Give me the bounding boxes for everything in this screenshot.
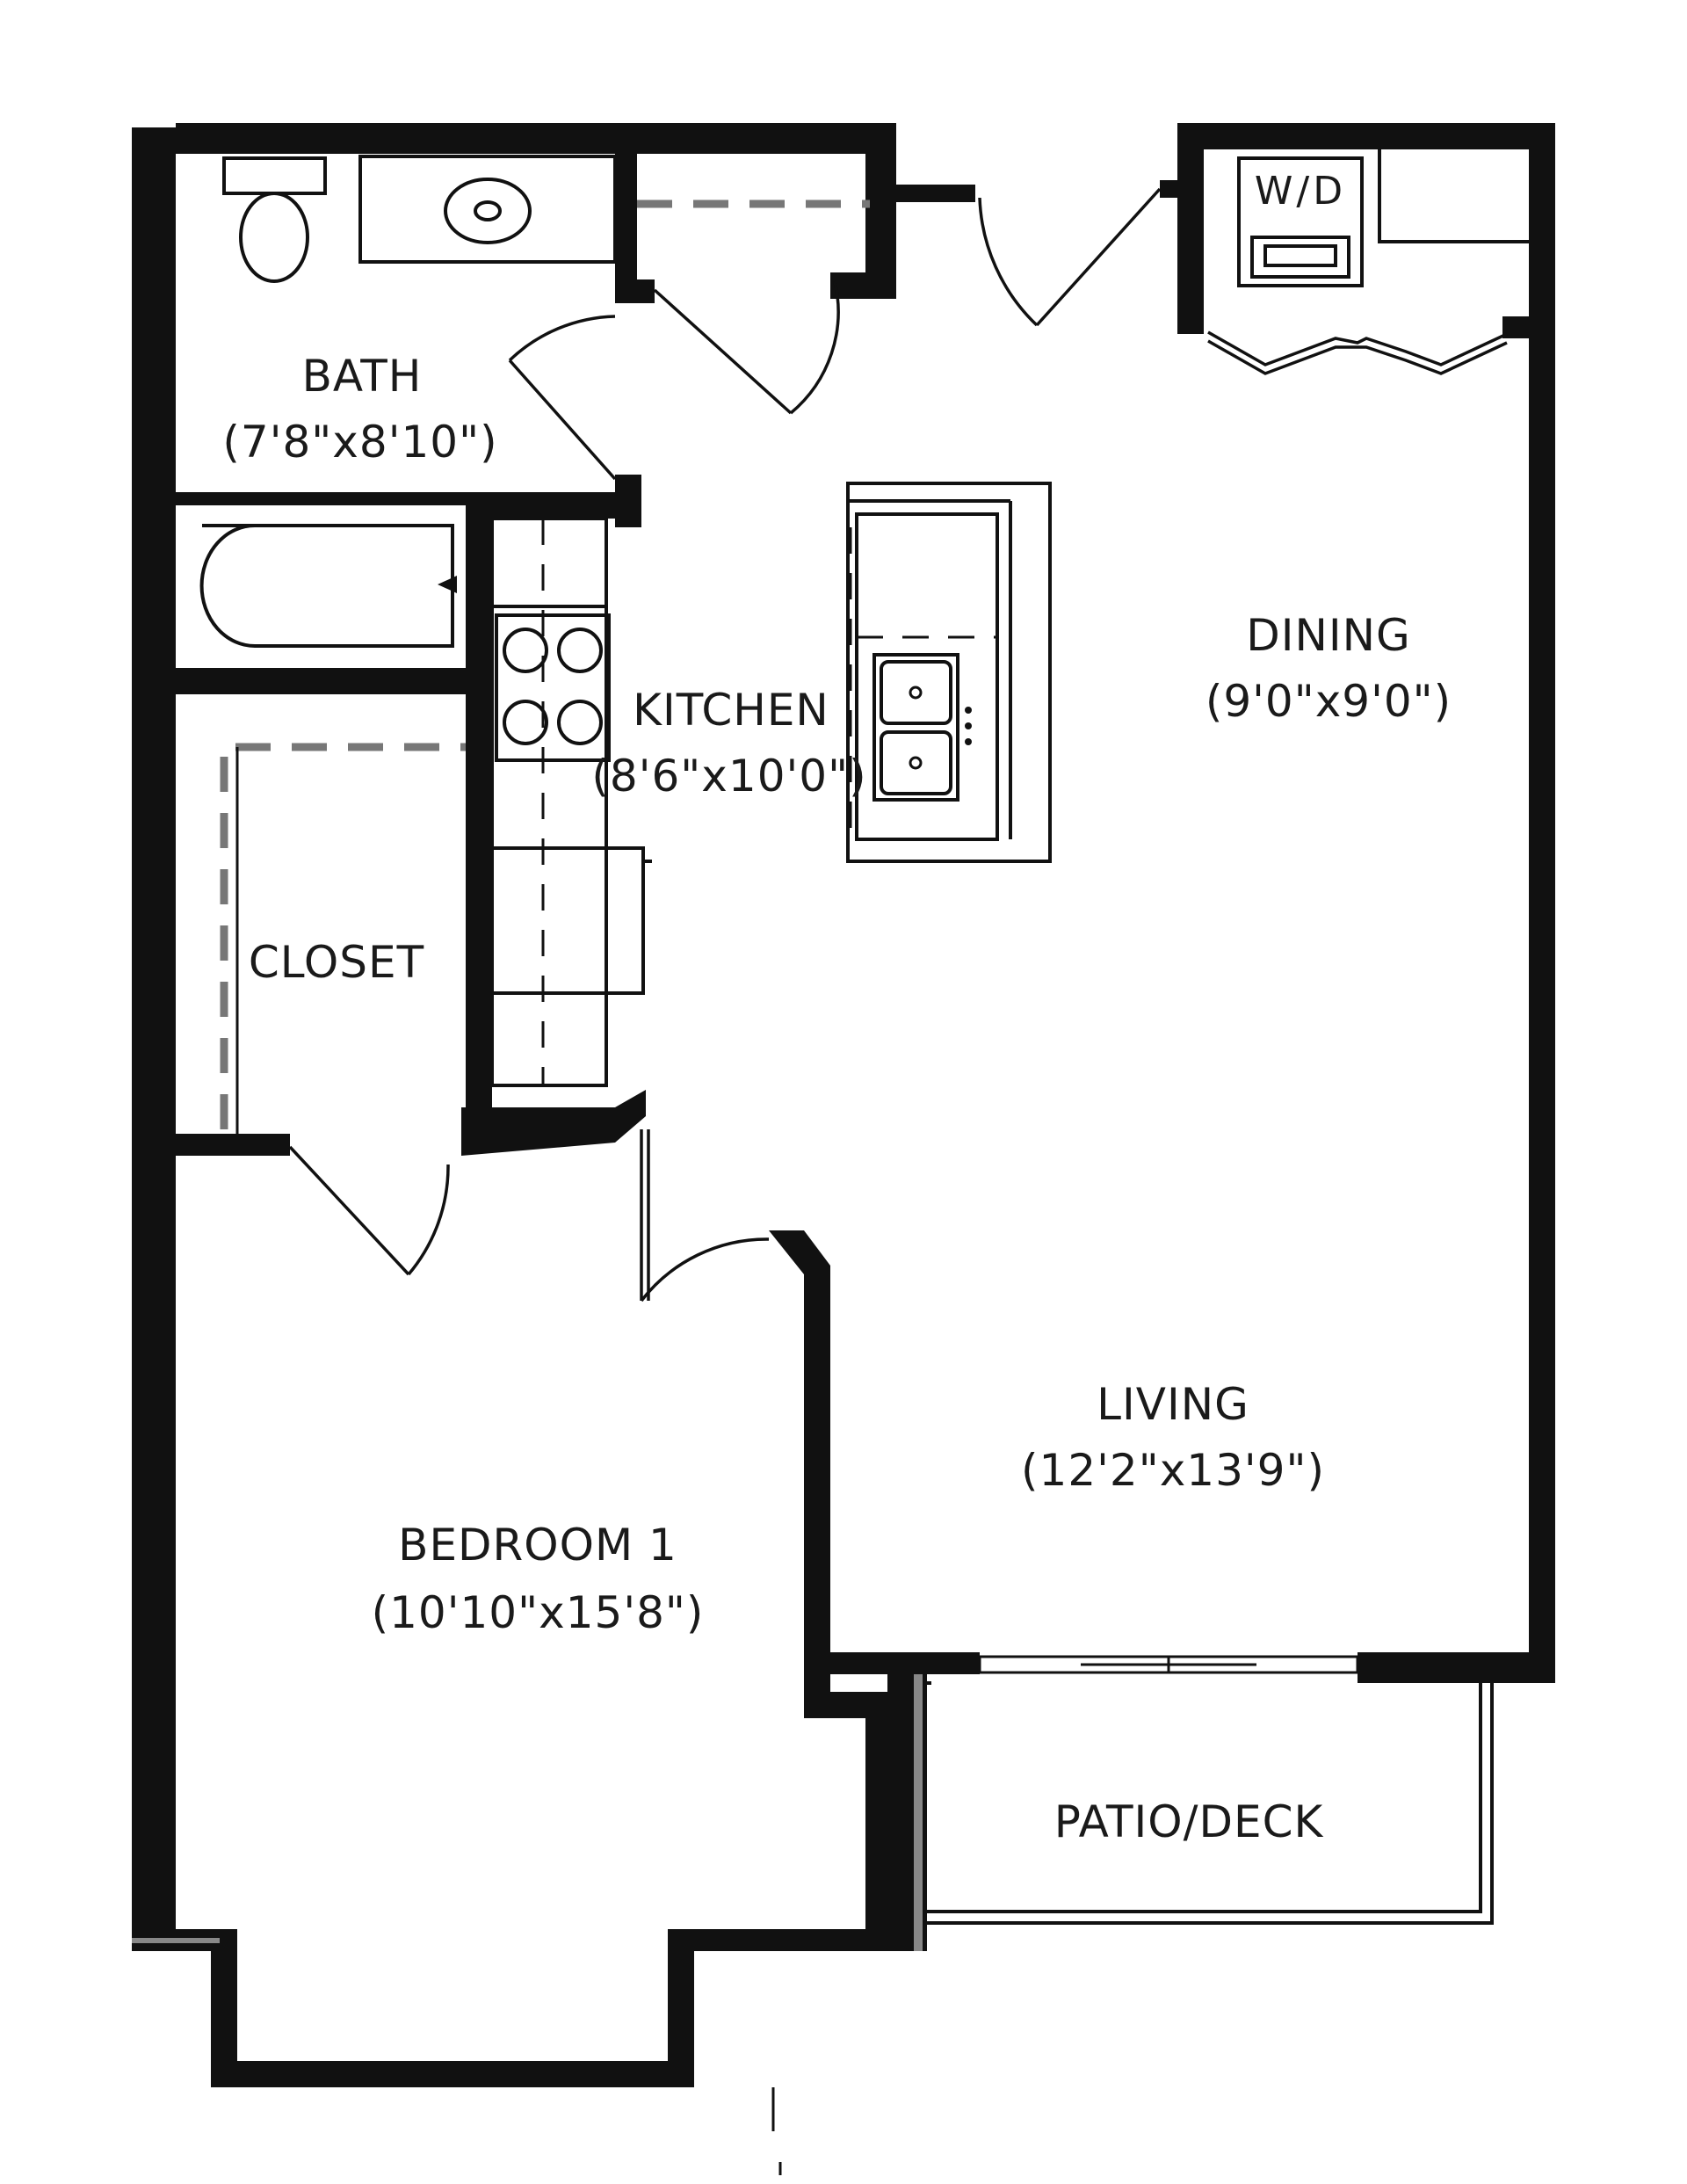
pantry-bottom-right — [830, 272, 896, 299]
laundry-bifold-door — [1207, 330, 1508, 366]
bath-pantry-wall — [615, 154, 637, 303]
washer-panel — [1250, 236, 1350, 279]
living-bottom-wall-right — [1358, 1652, 1555, 1683]
kitchen-size: (8'6"x10'0") — [591, 751, 866, 802]
bay-left-wall — [211, 1929, 237, 2079]
island-counter — [855, 512, 999, 841]
faucet-icon — [965, 707, 972, 714]
bedroom-bottom-right — [668, 1929, 927, 1951]
range — [495, 613, 611, 762]
living-size: (12'2"x13'9") — [1021, 1445, 1325, 1496]
closet-door — [288, 1145, 450, 1276]
closet-bottom-wall-right — [461, 1090, 646, 1156]
refrigerator — [605, 846, 645, 995]
burner-icon — [557, 700, 603, 745]
toilet-bowl — [239, 192, 309, 283]
sink-basin — [444, 178, 532, 244]
washer-dryer-label: W/D — [1255, 169, 1346, 214]
tub-closet-wall — [176, 668, 492, 694]
counter-left — [490, 517, 608, 1087]
dining-size: (9'0"x9'0") — [1206, 676, 1452, 727]
bath-fixtures — [199, 155, 617, 648]
dining-label: DINING — [1246, 610, 1411, 661]
burner-icon — [503, 628, 548, 673]
bath-bottom-wall — [176, 492, 492, 505]
closet-bottom-wall-left — [176, 1134, 290, 1156]
kitchen-island — [846, 482, 1052, 863]
patio-railing — [927, 1681, 1494, 1925]
burner-icon — [557, 628, 603, 673]
sink-drain — [909, 756, 923, 770]
laundry-right-stub — [1502, 316, 1533, 338]
entry-door — [978, 187, 1162, 327]
laundry-left-stub — [1160, 180, 1182, 198]
washer-door — [1263, 244, 1337, 267]
sink-bowl — [880, 730, 952, 795]
double-sink — [872, 653, 959, 802]
patio-label: PATIO/DECK — [1054, 1796, 1324, 1847]
kitchen-top-wall — [466, 492, 641, 519]
bedroom-label: BEDROOM 1 — [398, 1520, 677, 1571]
kitchen-cabinets — [490, 517, 652, 1087]
doors — [288, 187, 1162, 1302]
bedroom-size: (10'10"x15'8") — [372, 1587, 705, 1638]
pantry-bottom-left — [615, 279, 655, 303]
sink-drain — [474, 200, 502, 221]
closet-label: CLOSET — [249, 937, 424, 988]
laundry-closet — [1207, 149, 1529, 375]
bedroom-sill-band — [132, 1938, 220, 1943]
patio-wall-band — [914, 1674, 923, 1951]
top-wall-left — [132, 123, 887, 154]
living-bottom-wall-left — [830, 1652, 980, 1674]
living-label: LIVING — [1097, 1379, 1249, 1430]
kitchen-label: KITCHEN — [633, 685, 829, 736]
bath-label: BATH — [302, 351, 423, 402]
closet-rod — [220, 743, 466, 1134]
faucet-icon — [965, 722, 972, 729]
bay-right-wall — [668, 1929, 694, 2087]
pantry-right-wall — [865, 154, 896, 290]
tub-faucet-icon — [438, 576, 457, 593]
kitchen-left-wall — [466, 492, 492, 1151]
island-outline — [846, 482, 1052, 863]
left-exterior-wall — [132, 127, 176, 1951]
bedroom-right-wall — [804, 1266, 887, 1951]
bath-door — [508, 315, 617, 481]
laundry-shelf — [1378, 149, 1529, 243]
bath-size: (7'8"x8'10") — [222, 417, 497, 468]
sink-drain — [909, 686, 923, 700]
vanity — [358, 155, 617, 264]
toilet-tank — [222, 156, 327, 195]
sink-bowl — [880, 660, 952, 725]
right-exterior-wall — [1529, 123, 1555, 1683]
windows — [315, 1655, 1359, 2081]
washer-dryer — [1237, 156, 1364, 287]
laundry-top-wall — [1177, 123, 1555, 334]
laundry-bifold-door-inner — [1207, 339, 1508, 375]
bedroom-door — [640, 1129, 770, 1302]
faucet-icon — [965, 738, 972, 745]
pantry-door — [653, 280, 840, 415]
burner-icon — [503, 700, 548, 745]
bathtub — [199, 524, 454, 648]
